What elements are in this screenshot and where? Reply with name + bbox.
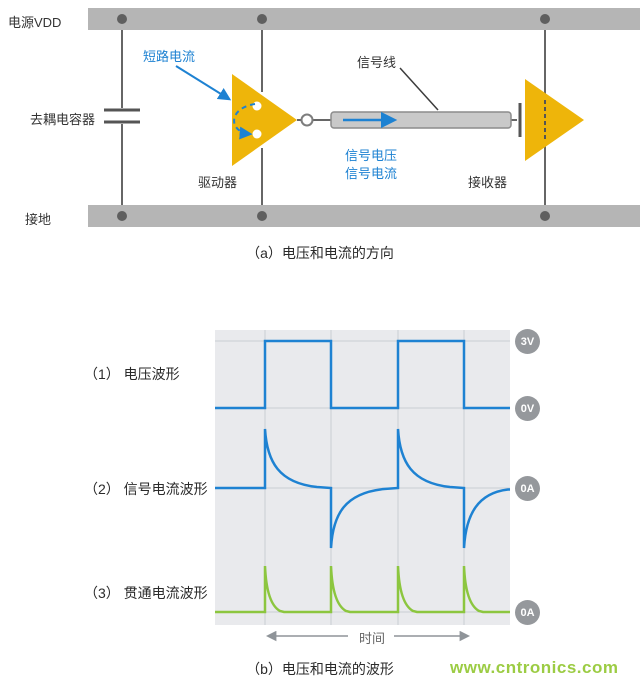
short-circuit-current-label: 短路电流 — [143, 49, 196, 64]
signal-voltage-current-label: 信号电压 信号电流 — [330, 147, 412, 183]
receiver-triangle — [525, 79, 584, 161]
signal-line-label: 信号线 — [357, 55, 397, 70]
signal-current-waveform — [215, 428, 510, 549]
ground-rail-bar — [88, 205, 640, 227]
receiver-label: 接收器 — [468, 175, 508, 190]
driver-output-node — [300, 113, 314, 127]
signal-line-pointer — [399, 67, 439, 111]
site-watermark: www.cntronics.com — [450, 658, 619, 677]
signal-voltage-label: 信号电压 — [344, 148, 397, 163]
row-label-signal-current: （2） 信号电流波形 — [84, 481, 208, 497]
junction-dots — [117, 14, 550, 221]
signal-current-label: 信号电流 — [344, 166, 397, 181]
row-label-through-current: （3） 贯通电流波形 — [84, 585, 208, 601]
ground-rail-label: 接地 — [25, 212, 52, 227]
time-axis-label: 时间 — [358, 631, 385, 646]
junction-dot — [117, 211, 127, 221]
voltage-waveform — [215, 339, 510, 410]
junction-dot — [117, 14, 127, 24]
level-badge-0a-through: 0A — [515, 600, 540, 625]
power-rail-bar — [88, 8, 640, 30]
junction-dot — [540, 14, 550, 24]
signal-line-bar — [330, 111, 512, 129]
driver-node-bottom — [252, 129, 262, 139]
row-label-voltage: （1） 电压波形 — [84, 366, 180, 382]
decoupling-capacitor-symbol — [104, 108, 140, 124]
junction-dot — [540, 211, 550, 221]
short-circuit-pointer-arrow — [175, 65, 232, 101]
level-badge-0v: 0V — [515, 396, 540, 421]
junction-dot — [257, 14, 267, 24]
circuit-wires — [121, 30, 546, 205]
caption-b: （b）电压和电流的波形 — [246, 661, 394, 677]
driver-node-top — [252, 101, 262, 111]
level-badge-3v: 3V — [515, 329, 540, 354]
power-rail-label: 电源VDD — [8, 15, 62, 30]
junction-dot — [257, 211, 267, 221]
level-badge-0a-signal: 0A — [515, 476, 540, 501]
through-current-waveform — [215, 565, 510, 614]
short-circuit-current-arc — [233, 103, 256, 140]
decoupling-capacitor-label: 去耦电容器 — [30, 112, 96, 127]
driver-label: 驱动器 — [198, 175, 238, 190]
caption-a: （a）电压和电流的方向 — [246, 245, 394, 261]
driver-triangle — [232, 74, 297, 166]
